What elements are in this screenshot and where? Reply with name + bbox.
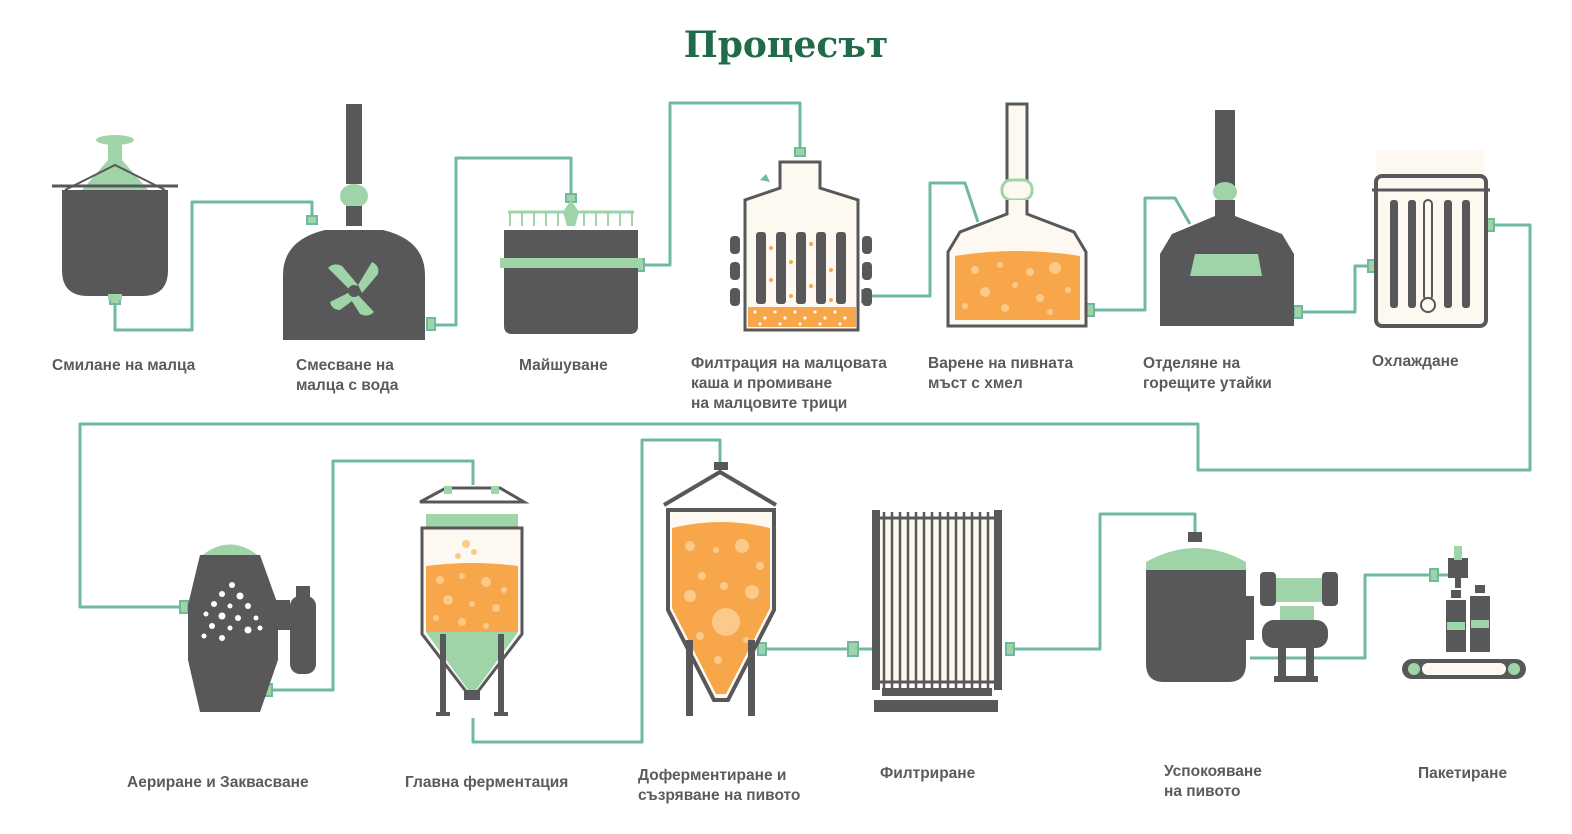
step-label-aeration: Аериране и Заквасване	[127, 773, 309, 793]
step-label-line: Доферментиране и	[638, 767, 787, 784]
step-label-line: малца с вода	[296, 377, 399, 394]
valve-icon	[306, 215, 318, 225]
step-label-cooling: Охлаждане	[1372, 352, 1459, 372]
brew-kettle-icon	[946, 102, 1088, 328]
bright-tank-icon	[1146, 532, 1338, 682]
step-label-line: горещите утайки	[1143, 375, 1272, 392]
step-label-line: Отделяне на	[1143, 355, 1241, 372]
step-label-lautering: Филтрация на малцовата каша и промиване на…	[691, 354, 887, 414]
step-label-filtration: Филтриране	[880, 764, 975, 784]
step-label-line: Варене на пивната	[928, 355, 1074, 372]
mash-mixer-icon	[283, 104, 425, 340]
fermentation-tank-icon	[419, 486, 530, 716]
pipe-cooler-to-row2	[78, 223, 1532, 609]
pipe-aeration-to-fermenter	[268, 459, 475, 692]
pipe-mill-to-mixer	[113, 200, 314, 332]
bottling-line-icon	[1402, 546, 1526, 679]
step-label-line: Главна ферментация	[405, 774, 569, 791]
step-label-line: Майшуване	[519, 357, 608, 374]
valve-icon	[426, 317, 436, 331]
step-label-stabilization: Успокояване на пивото	[1164, 762, 1262, 802]
pipe-mash-to-lauter	[640, 101, 802, 267]
step-label-line: на малцовите трици	[691, 395, 848, 412]
valve-icon	[1429, 568, 1439, 582]
step-label-line: Пакетиране	[1418, 765, 1508, 782]
step-label-line: съзряване на пивото	[638, 787, 801, 804]
step-label-line: каша и промиване	[691, 375, 833, 392]
valve-icon	[1293, 305, 1303, 319]
step-label-line: на пивото	[1164, 783, 1241, 800]
maturation-tank-icon	[662, 462, 778, 716]
step-label-line: мъст с хмел	[928, 375, 1023, 392]
step-label-fermentation: Главна ферментация	[405, 773, 568, 793]
pipe-mixer-to-mash	[432, 156, 573, 327]
aeration-tank-icon	[188, 544, 316, 712]
pipe-kettle-to-whirlpool	[1090, 196, 1192, 312]
valve-icon	[1005, 642, 1015, 656]
pipe-whirlpool-to-cooler	[1298, 264, 1372, 314]
step-label-whirlpool: Отделяне на горещите утайки	[1143, 354, 1272, 394]
whirlpool-icon	[1160, 110, 1294, 326]
step-label-boiling: Варене на пивната мъст с хмел	[928, 354, 1073, 394]
valve-icon	[179, 600, 189, 614]
pipe-filter-to-bright	[1005, 512, 1197, 651]
pipes	[78, 101, 1532, 744]
cooler-icon	[1372, 150, 1490, 328]
valve-icon	[847, 641, 859, 657]
step-label-line: Филтриране	[880, 765, 976, 782]
step-label-line: Успокояване	[1164, 763, 1262, 780]
step-label-line: Охлаждане	[1372, 353, 1459, 370]
pipe-lauter-to-kettle	[868, 181, 980, 298]
step-label-line: Аериране и Заквасване	[127, 774, 309, 791]
mash-tun-icon	[500, 200, 642, 334]
step-label-milling: Смилане на малца	[52, 356, 195, 376]
step-label-mixing: Смесване на малца с вода	[296, 356, 398, 396]
valve-icon	[794, 147, 806, 157]
lauter-tun-icon	[730, 160, 872, 332]
step-label-maturation: Доферментиране и съзряване на пивото	[638, 766, 800, 806]
malt-mill-icon	[52, 135, 178, 300]
valve-icon	[757, 642, 767, 656]
step-label-line: Смесване на	[296, 357, 394, 374]
filter-press-icon	[872, 510, 1002, 712]
step-label-line: Филтрация на малцовата	[691, 355, 887, 372]
page-title: Процесът	[683, 24, 889, 66]
step-label-line: Смилане на малца	[52, 357, 196, 374]
step-label-mashing: Майшуване	[519, 356, 608, 376]
pipe-fermenter-to-maturation	[471, 438, 722, 744]
step-label-packaging: Пакетиране	[1418, 764, 1507, 784]
